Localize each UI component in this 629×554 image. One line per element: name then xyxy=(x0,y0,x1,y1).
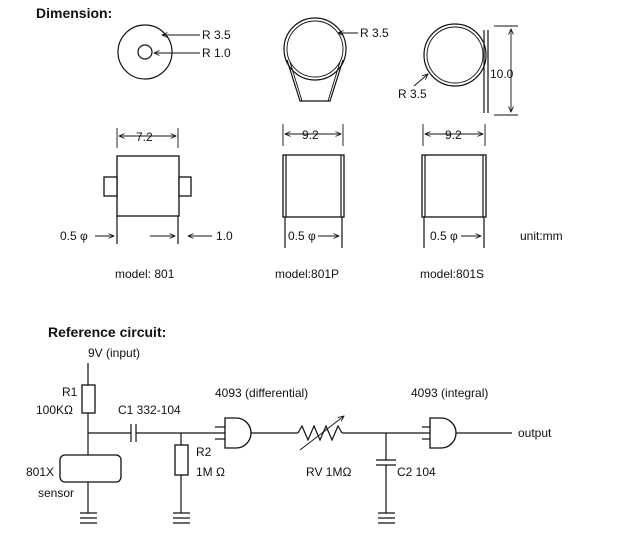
model-801-front-view xyxy=(95,128,212,244)
model-801s-top-view xyxy=(413,23,518,116)
label-801s-lead: 0.5 φ xyxy=(430,229,458,243)
label-801p-lead: 0.5 φ xyxy=(288,229,316,243)
model-801p-caption: model:801P xyxy=(275,267,339,281)
gate-4093-differential xyxy=(224,417,252,449)
label-801s-height: 10.0 xyxy=(490,67,514,81)
dimension-heading: Dimension: xyxy=(36,5,112,21)
model-801-top-view xyxy=(117,24,200,80)
label-801-width: 7.2 xyxy=(136,130,153,144)
supply-label: 9V (input) xyxy=(88,346,140,360)
label-801-tab: 1.0 xyxy=(216,229,233,243)
sensor-label: sensor xyxy=(38,486,74,500)
r1-name: R1 xyxy=(62,385,78,399)
model-801s-caption: model:801S xyxy=(420,267,484,281)
resistor-r2 xyxy=(174,444,189,476)
sensor-name: 801X xyxy=(26,465,54,479)
label-801s-width: 9.2 xyxy=(445,128,462,142)
reference-circuit-heading: Reference circuit: xyxy=(48,324,166,340)
sensor-801x xyxy=(59,454,122,483)
model-801-caption: model: 801 xyxy=(115,267,175,281)
model-801p-top-view xyxy=(283,17,358,102)
r2-name: R2 xyxy=(196,445,212,459)
unit-label: unit:mm xyxy=(520,229,563,243)
gate2-label: 4093 (integral) xyxy=(411,386,488,400)
variable-resistor-rv xyxy=(297,424,343,442)
gate-4093-integral xyxy=(429,417,457,449)
label-801p-radius: R 3.5 xyxy=(360,26,389,40)
model-801s-front-view xyxy=(421,124,487,248)
rv-label: RV 1MΩ xyxy=(306,465,351,479)
label-801p-width: 9.2 xyxy=(302,128,319,142)
label-801-outer-radius: R 3.5 xyxy=(202,28,231,42)
model-801p-front-view xyxy=(282,124,345,248)
output-label: output xyxy=(518,426,552,440)
label-801-lead: 0.5 φ xyxy=(60,229,88,243)
c1-label: C1 332-104 xyxy=(118,403,181,417)
circuit-schematic xyxy=(59,363,512,524)
r2-value: 1M Ω xyxy=(196,465,225,479)
label-801s-radius: R 3.5 xyxy=(398,87,427,101)
resistor-r1 xyxy=(81,384,96,414)
label-801-inner-radius: R 1.0 xyxy=(202,46,231,60)
r1-value: 100KΩ xyxy=(36,403,73,417)
gate1-label: 4093 (differential) xyxy=(215,386,308,400)
c2-label: C2 104 xyxy=(397,465,436,479)
